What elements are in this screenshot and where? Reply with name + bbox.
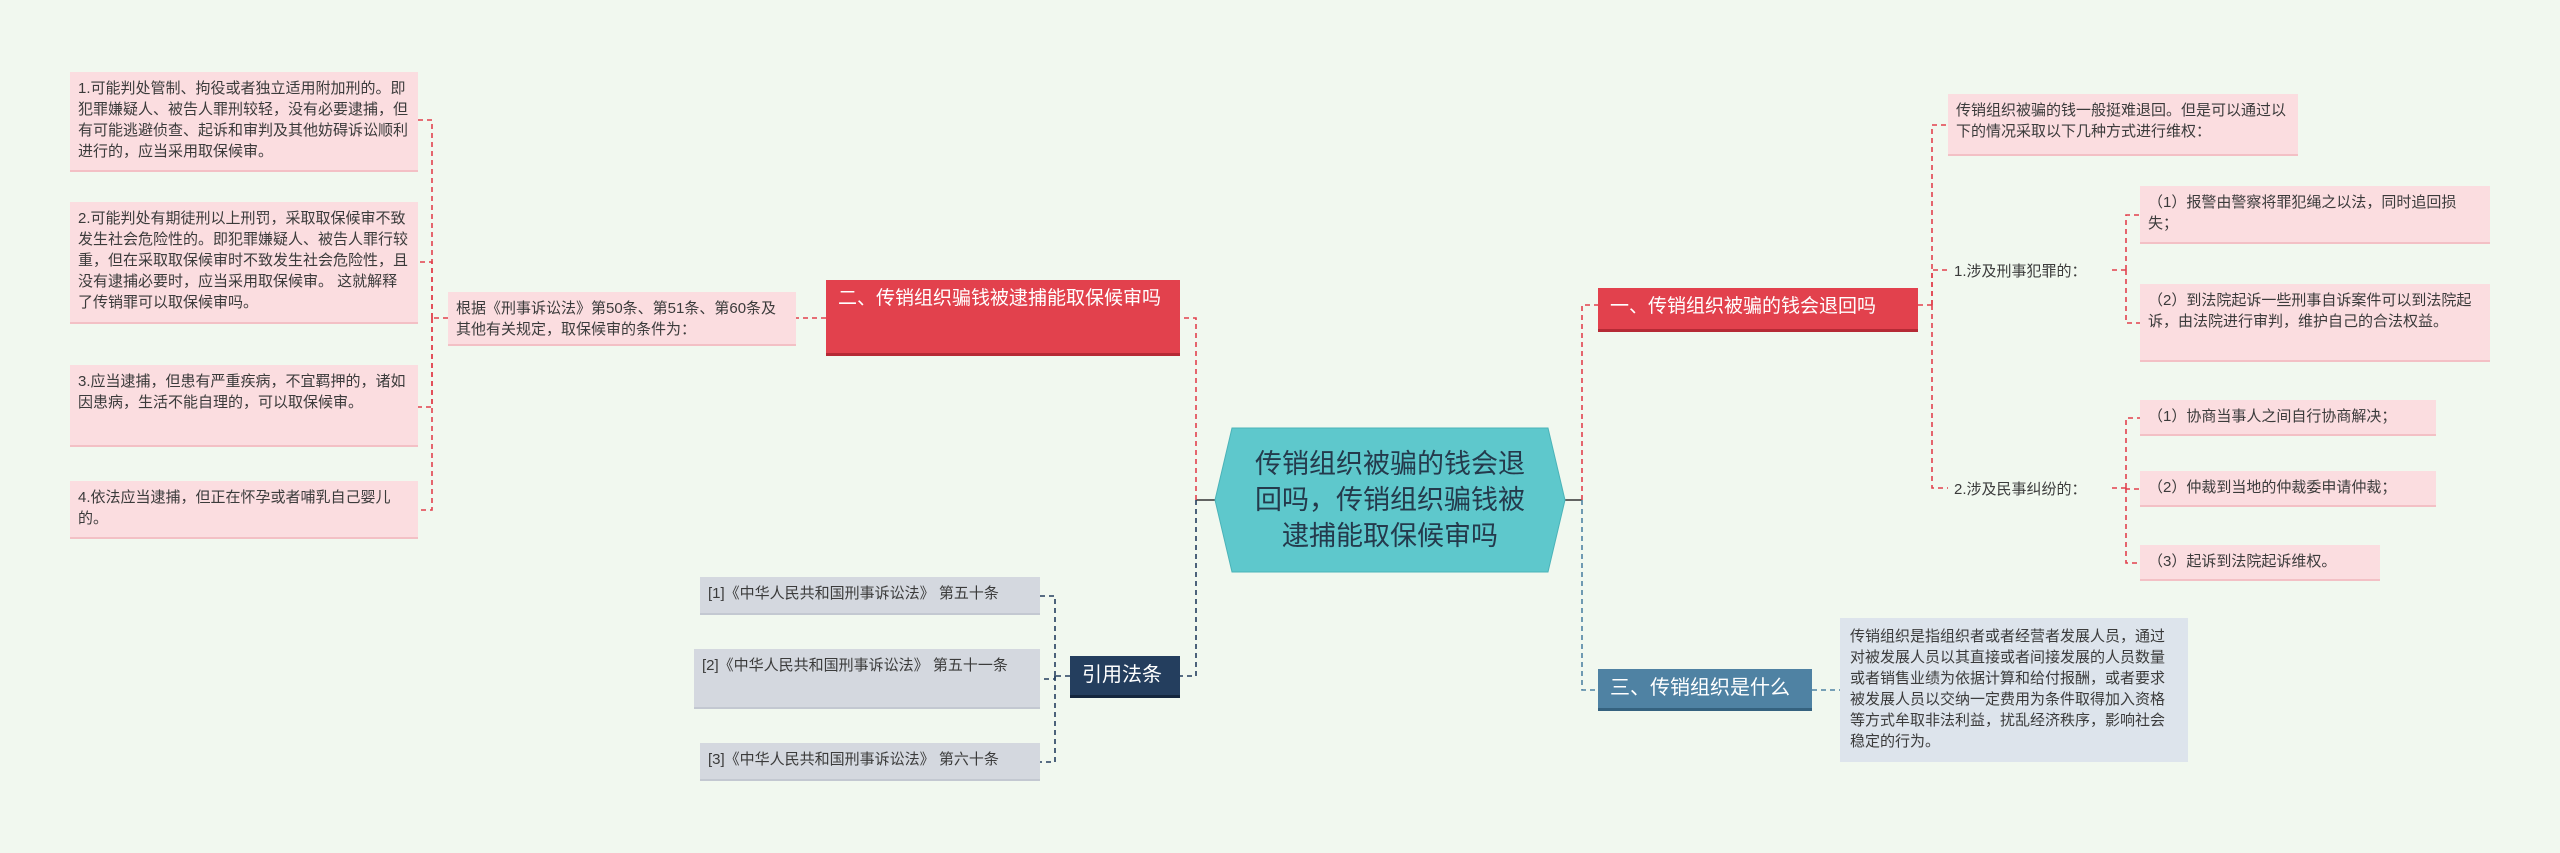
bail-condition: 1.可能判处管制、拘役或者独立适用附加刑的。即犯罪嫌疑人、被告人罪刑较轻，没有必… (70, 72, 418, 172)
branch-refund[interactable]: 一、传销组织被骗的钱会退回吗 (1598, 288, 1918, 332)
law-reference[interactable]: [2]《中华人民共和国刑事诉讼法》 第五十一条 (694, 649, 1040, 709)
branch-what-is[interactable]: 三、传销组织是什么 (1598, 669, 1812, 711)
bail-basis: 根据《刑事诉讼法》第50条、第51条、第60条及其他有关规定，取保候审的条件为： (448, 292, 796, 346)
what-is-detail: 传销组织是指组织者或者经营者发展人员，通过对被发展人员以其直接或者间接发展的人员… (1840, 618, 2188, 762)
law-reference[interactable]: [1]《中华人民共和国刑事诉讼法》 第五十条 (700, 577, 1040, 615)
root-title: 传销组织被骗的钱会退回吗，传销组织骗钱被逮捕能取保候审吗 (1255, 449, 1525, 551)
criminal-item: （2）到法院起诉一些刑事自诉案件可以到法院起诉，由法院进行审判，维护自己的合法权… (2140, 284, 2490, 362)
civil-label: 2.涉及民事纠纷的： (1954, 481, 2087, 498)
bail-condition: 2.可能判处有期徒刑以上刑罚，采取取保候审不致发生社会危险性的。即犯罪嫌疑人、被… (70, 202, 418, 324)
criminal-label: 1.涉及刑事犯罪的： (1954, 263, 2087, 280)
branch-bail[interactable]: 二、传销组织骗钱被逮捕能取保候审吗 (826, 280, 1180, 356)
refund-intro: 传销组织被骗的钱一般挺难退回。但是可以通过以下的情况采取以下几种方式进行维权： (1948, 94, 2298, 156)
civil-item: （1）协商当事人之间自行协商解决； (2140, 400, 2436, 436)
criminal-item: （1）报警由警察将罪犯绳之以法，同时追回损失； (2140, 186, 2490, 244)
bail-condition: 4.依法应当逮捕，但正在怀孕或者哺乳自己婴儿的。 (70, 481, 418, 539)
law-reference[interactable]: [3]《中华人民共和国刑事诉讼法》 第六十条 (700, 743, 1040, 781)
bail-condition: 3.应当逮捕，但患有严重疾病，不宜羁押的，诸如因患病，生活不能自理的，可以取保候… (70, 365, 418, 447)
branch-laws[interactable]: 引用法条 (1070, 656, 1180, 698)
root-hexagon (1214, 427, 1566, 573)
civil-item: （2）仲裁到当地的仲裁委申请仲裁； (2140, 471, 2436, 507)
civil-item: （3）起诉到法院起诉维权。 (2140, 545, 2380, 581)
